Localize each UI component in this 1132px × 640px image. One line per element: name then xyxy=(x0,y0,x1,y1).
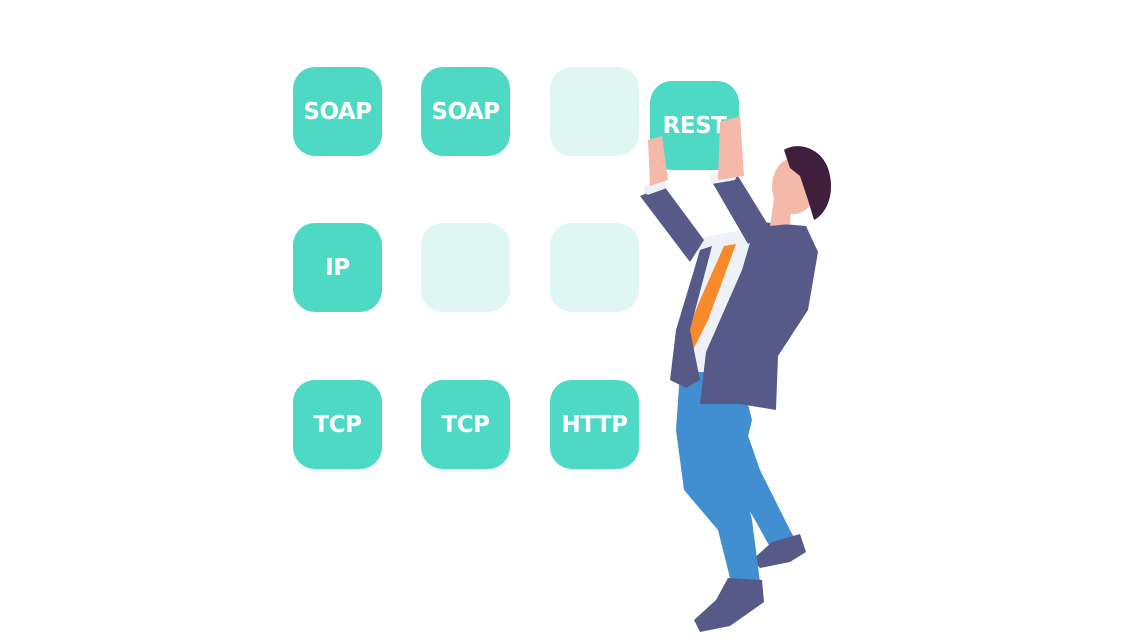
hair-icon xyxy=(784,146,832,220)
left-cuff xyxy=(643,179,667,195)
jacket xyxy=(700,222,818,410)
left-hand xyxy=(648,136,668,186)
front-shoe-icon xyxy=(694,578,764,632)
protocol-tile-ip[interactable]: IP xyxy=(293,223,382,312)
protocol-tile-soap[interactable]: SOAP xyxy=(293,67,382,156)
jacket-left-panel xyxy=(670,246,712,388)
businessman-placing-tile-illustration xyxy=(640,116,832,632)
empty-tile-slot[interactable] xyxy=(550,223,639,312)
protocol-tile-http[interactable]: HTTP xyxy=(550,380,639,469)
right-hand xyxy=(718,116,744,180)
protocol-tile-tcp-2[interactable]: TCP xyxy=(421,380,510,469)
protocol-tile-soap-2[interactable]: SOAP xyxy=(421,67,510,156)
empty-tile-slot[interactable] xyxy=(550,67,639,156)
empty-tile-slot[interactable] xyxy=(421,223,510,312)
tie-icon xyxy=(680,244,736,356)
back-shoe-icon xyxy=(752,534,806,568)
front-leg xyxy=(676,372,760,586)
left-arm xyxy=(640,186,704,262)
protocol-tile-tcp[interactable]: TCP xyxy=(293,380,382,469)
right-arm xyxy=(712,176,770,244)
